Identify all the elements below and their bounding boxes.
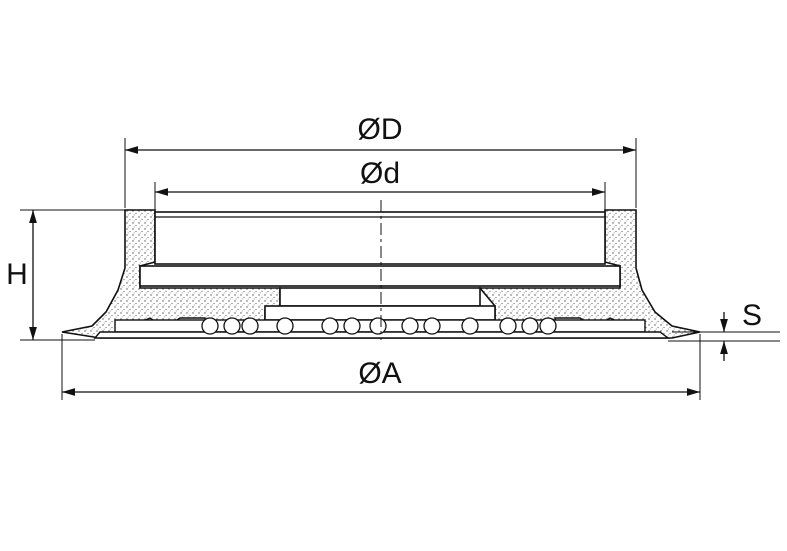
label-inner-diameter: Ød <box>360 157 400 190</box>
label-height: H <box>6 258 28 291</box>
base-lip <box>93 331 671 339</box>
middle-plate <box>279 287 481 307</box>
flange-plate <box>139 265 621 287</box>
top-ring <box>154 211 606 265</box>
filter-circles <box>201 317 557 335</box>
label-base-diameter: ØA <box>358 357 401 390</box>
label-outer-diameter: ØD <box>358 113 403 146</box>
label-thickness: S <box>742 299 762 332</box>
